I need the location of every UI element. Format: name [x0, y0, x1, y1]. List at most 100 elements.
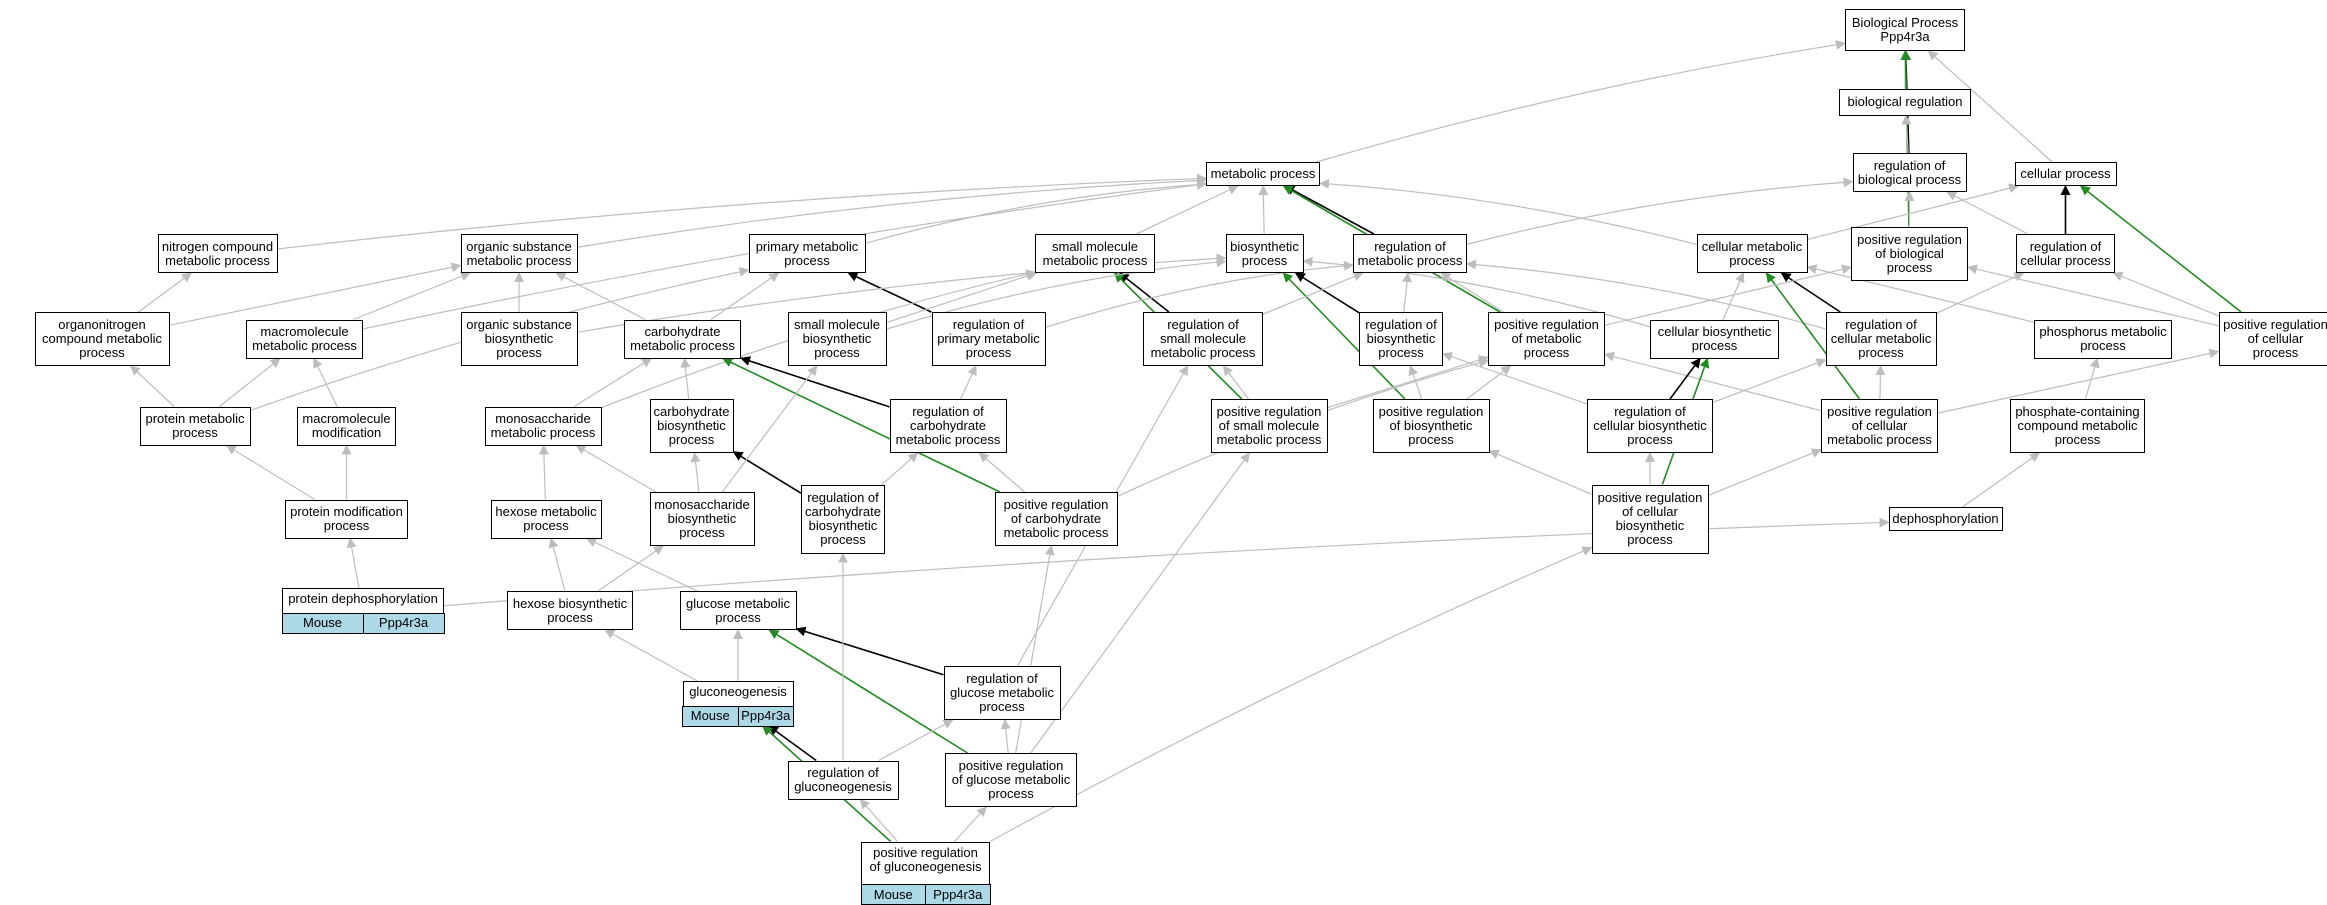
go-term-regcarb[interactable]: regulation of carbohydrate metabolic pro…	[890, 399, 1007, 453]
go-term-regprimary[interactable]: regulation of primary metabolic process	[932, 312, 1046, 366]
go-term-posregcarb[interactable]: positive regulation of carbohydrate meta…	[995, 492, 1118, 546]
go-term-regcell[interactable]: regulation of cellular process	[2016, 234, 2115, 273]
go-term-label: regulation of glucose metabolic process	[947, 672, 1057, 714]
go-term-label: positive regulation of cellular biosynth…	[1595, 491, 1706, 547]
edge-is-a	[1005, 720, 1008, 753]
go-term-label: hexose metabolic process	[492, 505, 599, 533]
go-term-label: dephosphorylation	[1889, 512, 2001, 526]
go-term-label: regulation of cellular process	[2017, 240, 2113, 268]
go-term-label: primary metabolic process	[753, 240, 862, 268]
go-term-regsmallmol[interactable]: regulation of small molecule metabolic p…	[1143, 312, 1263, 366]
edge-is-a	[1317, 43, 1846, 162]
go-term-biosyn[interactable]: biosynthetic process	[1226, 234, 1304, 273]
edge-is-a	[1605, 267, 1851, 325]
go-term-primary[interactable]: primary metabolic process	[749, 234, 866, 273]
go-term-posregcellbiosyn[interactable]: positive regulation of cellular biosynth…	[1592, 485, 1709, 554]
go-term-organonitrogen[interactable]: organonitrogen compound metabolic proces…	[35, 312, 170, 366]
go-term-smallmol[interactable]: small molecule metabolic process	[1035, 234, 1155, 273]
go-term-phosphate[interactable]: phosphate-containing compound metabolic …	[2010, 399, 2145, 453]
go-term-label: cellular process	[2017, 167, 2113, 181]
go-term-protmod[interactable]: protein modification process	[285, 500, 408, 539]
go-term-reggluconeo[interactable]: regulation of gluconeogenesis	[788, 761, 899, 800]
go-term-proteinmetab[interactable]: protein metabolic process	[140, 407, 251, 446]
go-term-smallmolbio[interactable]: small molecule biosynthetic process	[788, 312, 887, 366]
go-term-orgsubbio[interactable]: organic substance biosynthetic process	[461, 312, 578, 366]
go-term-regglucose[interactable]: regulation of glucose metabolic process	[944, 666, 1061, 720]
edge-is-a	[1713, 360, 1826, 402]
go-term-label: positive regulation of metabolic process	[1491, 318, 1602, 360]
edge-is-a	[1263, 273, 1363, 314]
go-term-label: metabolic process	[1208, 167, 1319, 181]
go-term-label: carbohydrate biosynthetic process	[651, 405, 733, 447]
go-term-dephos[interactable]: dephosphorylation	[1889, 507, 2003, 531]
go-term-regbiosyn[interactable]: regulation of biosynthetic process	[1359, 312, 1443, 366]
edge-is-a	[170, 265, 461, 325]
go-term-glucosemetab[interactable]: glucose metabolic process	[680, 591, 797, 630]
go-term-monosacbio[interactable]: monosaccharide biosynthetic process	[650, 492, 755, 546]
edge-regulates	[1285, 186, 1374, 234]
go-term-label: monosaccharide biosynthetic process	[651, 498, 752, 540]
go-term-regmetab[interactable]: regulation of metabolic process	[1353, 234, 1467, 273]
edge-is-a	[350, 539, 359, 589]
edge-is-a	[711, 273, 779, 320]
go-term-posregsmall[interactable]: positive regulation of small molecule me…	[1211, 399, 1328, 453]
edge-is-a	[353, 273, 470, 320]
go-term-label: gluconeogenesis	[686, 682, 790, 699]
go-term-hexosebio[interactable]: hexose biosynthetic process	[507, 591, 633, 630]
go-term-regcellmetab[interactable]: regulation of cellular metabolic process	[1826, 312, 1937, 366]
go-term-regbio[interactable]: regulation of biological process	[1853, 153, 1967, 192]
edge-is-a	[544, 446, 546, 500]
edge-is-a	[695, 453, 699, 492]
edge-is-a	[1963, 453, 2040, 507]
edge-is-a	[220, 359, 280, 407]
go-term-macromol[interactable]: macromolecule metabolic process	[246, 320, 363, 359]
go-term-monosacmetab[interactable]: monosaccharide metabolic process	[485, 407, 602, 446]
go-term-posregbio[interactable]: positive regulation of biological proces…	[1851, 227, 1968, 281]
go-term-label: protein dephosphorylation	[285, 589, 441, 606]
go-term-root[interactable]: Biological Process Ppp4r3a	[1845, 9, 1965, 51]
go-term-regcarbbio[interactable]: regulation of carbohydrate biosynthetic …	[801, 485, 885, 554]
edge-positively-regulates	[769, 630, 967, 753]
go-term-label: carbohydrate metabolic process	[627, 325, 738, 353]
go-term-regcellbiosyn[interactable]: regulation of cellular biosynthetic proc…	[1587, 399, 1713, 453]
go-term-posregbiosyn[interactable]: positive regulation of biosynthetic proc…	[1373, 399, 1490, 453]
go-term-label: regulation of small molecule metabolic p…	[1148, 318, 1259, 360]
go-term-label: hexose biosynthetic process	[510, 597, 630, 625]
go-term-metab[interactable]: metabolic process	[1206, 162, 1320, 186]
go-term-cellmetab[interactable]: cellular metabolic process	[1697, 234, 1808, 273]
edge-is-a	[138, 273, 191, 312]
edge-is-a	[882, 453, 918, 485]
edge-is-a	[860, 800, 897, 842]
edge-is-a	[685, 359, 689, 400]
go-term-carbbio[interactable]: carbohydrate biosynthetic process	[650, 399, 734, 453]
go-term-posregcell[interactable]: positive regulation of cellular process	[2219, 312, 2327, 366]
go-term-phosphorus[interactable]: phosphorus metabolic process	[2034, 320, 2172, 359]
go-term-label: small molecule biosynthetic process	[791, 318, 883, 360]
go-term-macromod[interactable]: macromolecule modification	[297, 407, 396, 446]
edge-is-a	[605, 630, 697, 681]
go-term-orgsub[interactable]: organic substance metabolic process	[461, 234, 578, 273]
go-term-label: regulation of carbohydrate biosynthetic …	[802, 491, 884, 547]
annotation-organism: Mouse	[862, 885, 926, 904]
go-term-cellbiosyn[interactable]: cellular biosynthetic process	[1650, 320, 1779, 359]
go-term-label: macromolecule modification	[299, 412, 393, 440]
go-term-cellproc[interactable]: cellular process	[2015, 162, 2117, 186]
go-term-nitrogen[interactable]: nitrogen compound metabolic process	[158, 234, 278, 273]
go-term-label: biosynthetic process	[1227, 240, 1302, 268]
go-term-label: positive regulation of gluconeogenesis	[866, 843, 984, 874]
edge-is-a	[576, 446, 656, 493]
go-term-hexosemetab[interactable]: hexose metabolic process	[491, 500, 602, 539]
go-term-posregmetab[interactable]: positive regulation of metabolic process	[1488, 312, 1605, 366]
edge-is-a	[1404, 273, 1408, 312]
go-term-carbmetab[interactable]: carbohydrate metabolic process	[624, 320, 741, 359]
go-term-posregcellmetab[interactable]: positive regulation of cellular metaboli…	[1821, 399, 1938, 453]
go-term-bioreg[interactable]: biological regulation	[1839, 89, 1971, 116]
go-term-posregglucose[interactable]: positive regulation of glucose metabolic…	[945, 753, 1077, 807]
go-term-label: phosphate-containing compound metabolic …	[2012, 405, 2142, 447]
